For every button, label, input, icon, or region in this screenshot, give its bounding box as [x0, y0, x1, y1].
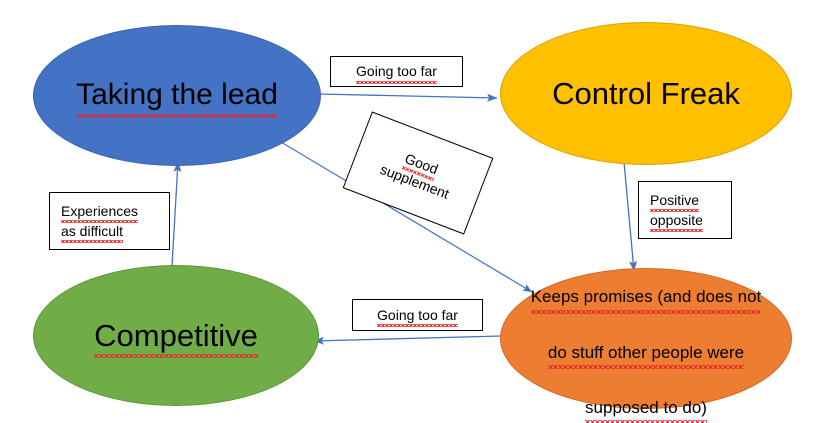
- spellcheck-underline: Competitive: [94, 316, 258, 358]
- spellcheck-underline: Going too far: [356, 61, 437, 84]
- spellcheck-underline: Going too far: [377, 305, 458, 328]
- node-control-freak-label: Control Freak: [552, 75, 740, 111]
- node-keeps-promises-label: Keeps promises (and does not do stuff ot…: [523, 256, 770, 423]
- connector-lead-to-control: [318, 93, 498, 102]
- spellcheck-underline: as difficult: [61, 221, 123, 244]
- spellcheck-underline: Keeps promises (and does not: [530, 283, 761, 314]
- node-keeps-promises[interactable]: Keeps promises (and does not do stuff ot…: [500, 268, 792, 423]
- label-going-too-far-top[interactable]: Going too far: [330, 56, 463, 87]
- label-experiences-as-difficult[interactable]: Experiences as difficult: [49, 192, 170, 250]
- label-positive-opposite[interactable]: Positive opposite: [638, 181, 732, 239]
- connector-keeps-to-competitive: [313, 335, 502, 345]
- spellcheck-underline: Experiences: [61, 201, 139, 224]
- spellcheck-underline: opposite: [650, 210, 703, 233]
- node-taking-the-lead[interactable]: Taking the lead: [33, 25, 321, 166]
- spellcheck-underline: do stuff other people were: [547, 339, 745, 369]
- node-taking-the-lead-label: Taking the lead: [68, 76, 286, 119]
- connector-control-to-keeps: [623, 161, 638, 272]
- label-going-too-far-bottom[interactable]: Going too far: [352, 299, 483, 331]
- connector-competitive-to-lead: [171, 161, 182, 267]
- spellcheck-underline: Taking the lead: [76, 76, 278, 119]
- node-control-freak[interactable]: Control Freak: [500, 22, 792, 165]
- spellcheck-underline: supposed to do): [585, 394, 707, 423]
- node-competitive-label: Competitive: [86, 316, 266, 358]
- node-competitive[interactable]: Competitive: [33, 265, 319, 406]
- label-good-supplement[interactable]: Good supplement: [342, 111, 494, 235]
- spellcheck-underline: Positive: [650, 190, 700, 213]
